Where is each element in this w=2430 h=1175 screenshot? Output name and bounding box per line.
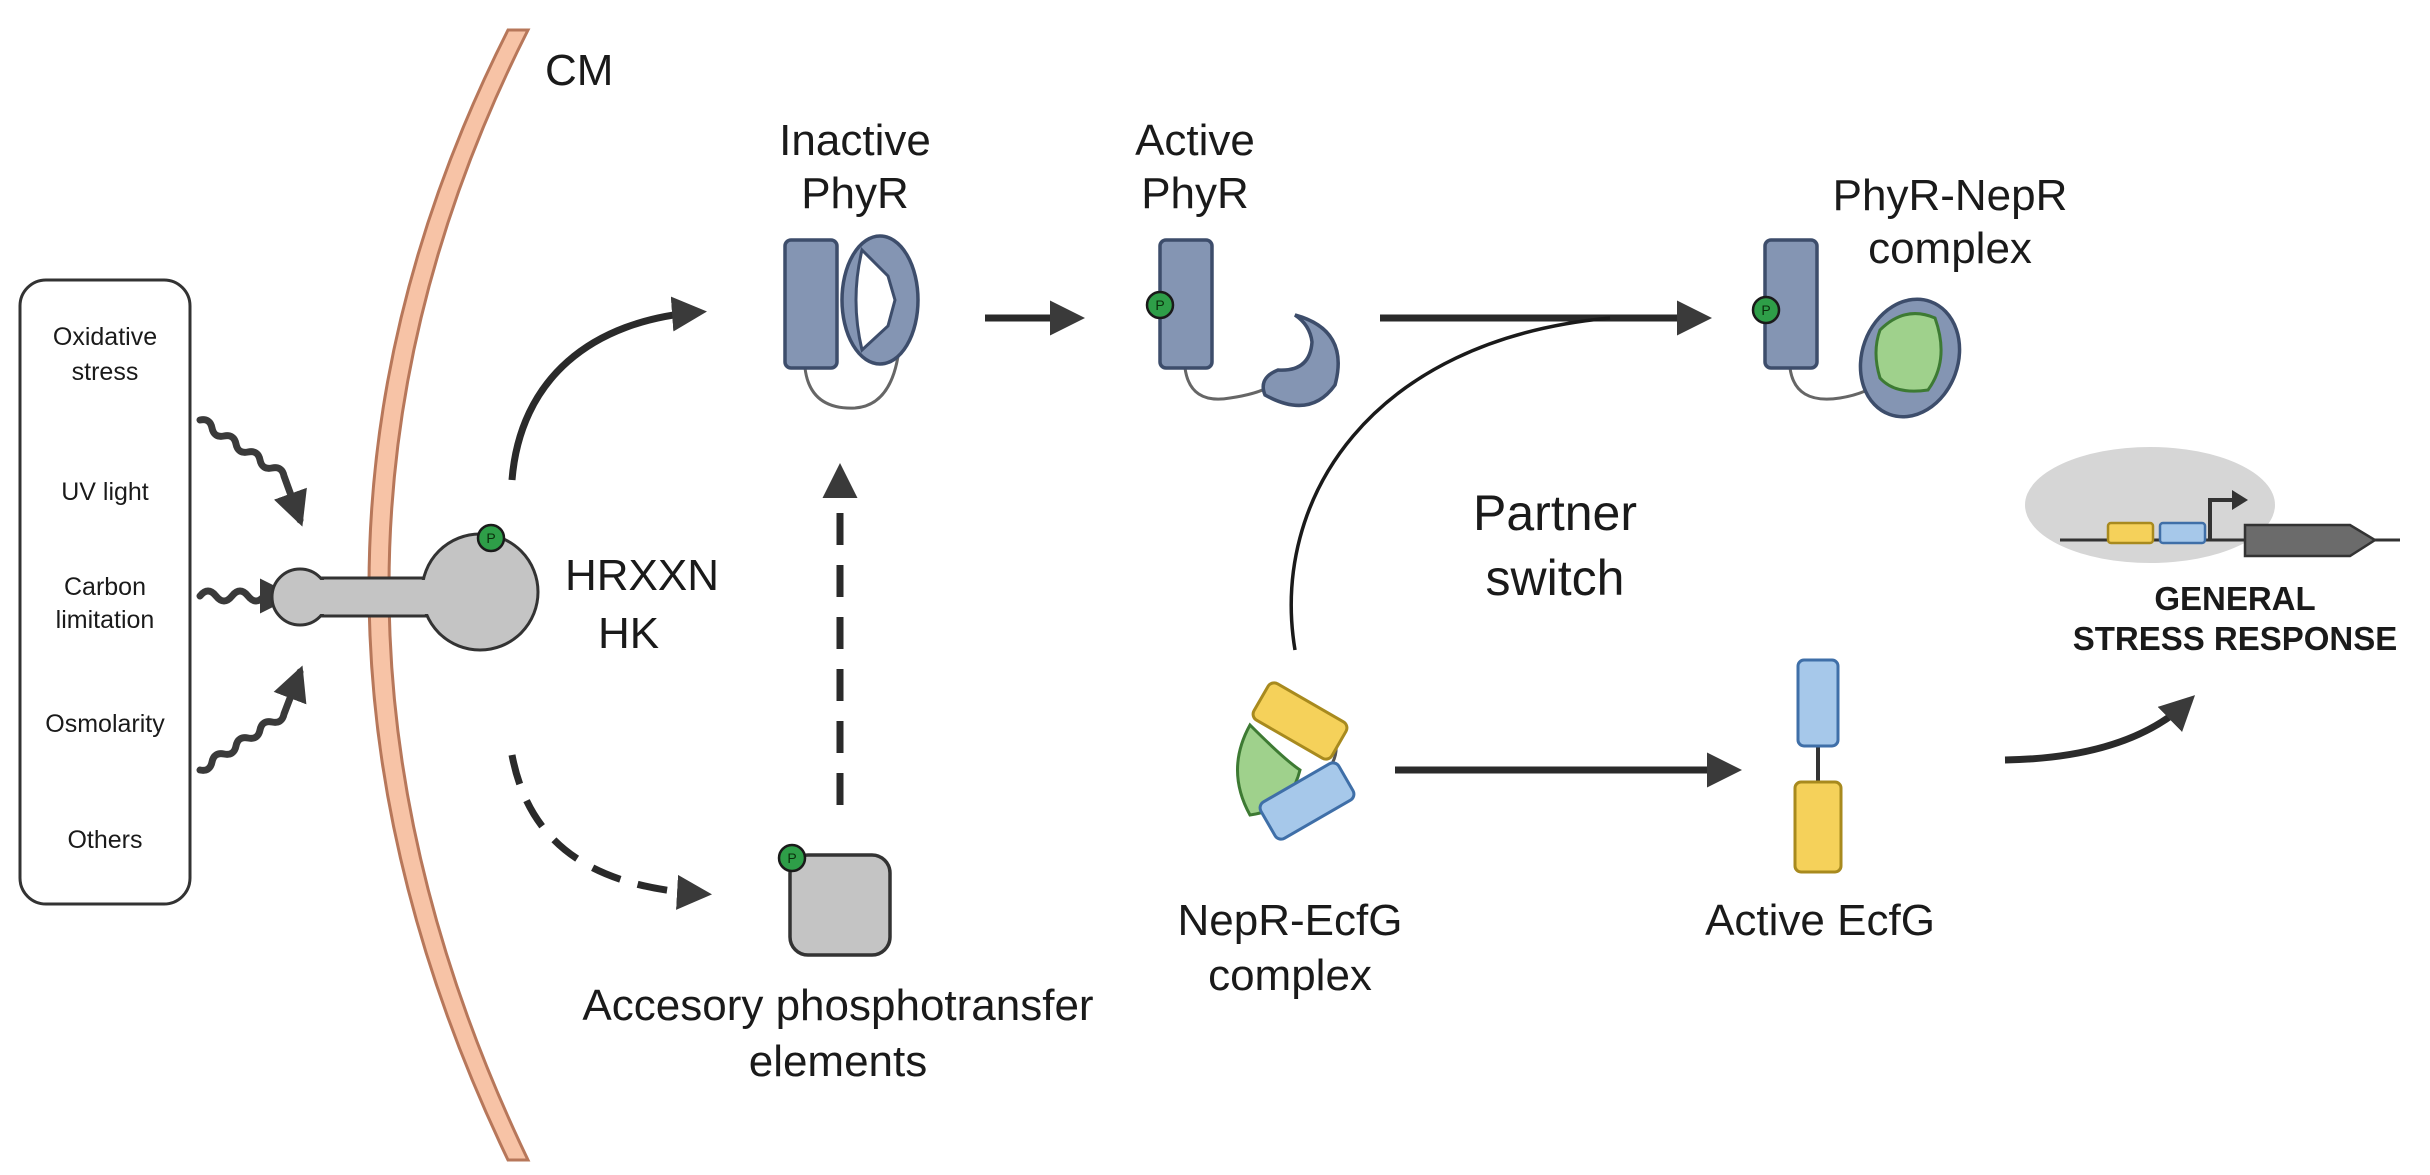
nepr-ecfg-complex-protein bbox=[1236, 681, 1356, 841]
svg-text:P: P bbox=[1761, 302, 1770, 318]
stimulus-osmolarity: Osmolarity bbox=[45, 710, 165, 738]
stimulus-oxidative: Oxidative bbox=[53, 323, 157, 351]
inactive-phyr-line1: Inactive bbox=[779, 116, 931, 165]
kinase-label-line2: HK bbox=[598, 609, 659, 658]
phyr-nepr-line1: PhyR-NepR bbox=[1833, 171, 2068, 220]
stimulus-carbon: Carbon bbox=[64, 573, 146, 601]
phyr-nepr-complex-protein bbox=[1763, 238, 1962, 419]
response-line2: STRESS RESPONSE bbox=[2073, 620, 2398, 657]
wavy-arrow-3 bbox=[196, 665, 307, 774]
arrow-hk-to-phyr bbox=[508, 296, 707, 481]
phospho-active-phyr-icon: P bbox=[1145, 290, 1175, 320]
nepr-ecfg-line1: NepR-EcfG bbox=[1178, 896, 1403, 945]
arrow-nepr-to-phyr bbox=[1289, 316, 1611, 651]
response-line1: GENERAL bbox=[2154, 580, 2315, 617]
wavy-arrow-1 bbox=[196, 416, 307, 527]
partner-switch-line1: Partner bbox=[1473, 485, 1637, 541]
stimulus-uv-light: UV light bbox=[61, 478, 149, 506]
phospho-accessory-icon: P bbox=[777, 843, 807, 873]
nepr-ecfg-line2: complex bbox=[1208, 951, 1372, 1000]
phospho-kinase-icon: P bbox=[476, 523, 506, 553]
arrow-ecfg-to-response bbox=[2004, 695, 2196, 764]
phospho-complex-icon: P bbox=[1751, 295, 1781, 325]
stimulus-others: Others bbox=[67, 826, 142, 854]
membrane-label: CM bbox=[545, 46, 613, 95]
active-ecfg-label: Active EcfG bbox=[1705, 896, 1935, 945]
hrxxn-hk-kinase bbox=[270, 532, 540, 652]
active-phyr-line1: Active bbox=[1135, 116, 1255, 165]
stimulus-stress: stress bbox=[72, 358, 139, 386]
stimuli-box bbox=[18, 278, 192, 906]
inactive-phyr-line2: PhyR bbox=[801, 169, 909, 218]
phyr-nepr-line2: complex bbox=[1868, 224, 2032, 273]
inactive-phyr-protein bbox=[783, 234, 920, 410]
accessory-line1: Accesory phosphotransfer bbox=[582, 981, 1093, 1030]
active-phyr-protein bbox=[1158, 238, 1340, 408]
cell-membrane bbox=[367, 28, 531, 1162]
svg-text:P: P bbox=[1155, 297, 1164, 313]
active-ecfg-protein bbox=[1793, 658, 1843, 874]
accessory-line2: elements bbox=[749, 1037, 928, 1086]
stimulus-limitation: limitation bbox=[56, 606, 155, 634]
kinase-label-line1: HRXXN bbox=[565, 551, 719, 600]
accessory-element-protein bbox=[788, 853, 892, 957]
svg-text:P: P bbox=[787, 850, 796, 866]
promoter-gene-icon bbox=[2025, 447, 2400, 563]
arrow-hk-to-accessory bbox=[508, 754, 712, 910]
svg-text:P: P bbox=[486, 530, 495, 546]
partner-switch-line2: switch bbox=[1486, 550, 1625, 606]
wavy-arrow-2 bbox=[196, 578, 295, 614]
active-phyr-line2: PhyR bbox=[1141, 169, 1249, 218]
